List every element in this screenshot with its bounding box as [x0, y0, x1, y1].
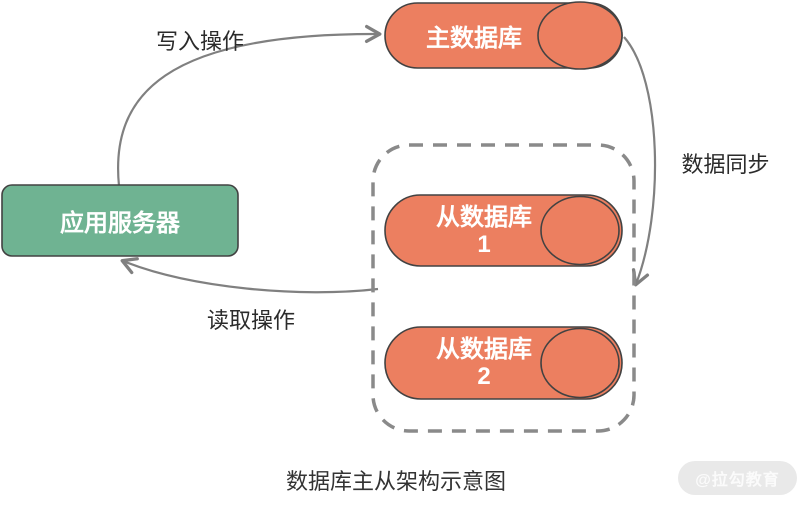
- slave-db-1-shape: [384, 194, 623, 267]
- read-edge-line: [120, 257, 379, 294]
- slave-group-dashed-box: [371, 143, 636, 433]
- slave-db-2-endcap: [540, 327, 620, 399]
- app-server-shape: [1, 184, 239, 257]
- sync-edge-line: [623, 36, 657, 287]
- slave-db-1-endcap: [540, 195, 620, 266]
- slave-db-2-shape: [384, 326, 623, 400]
- write-edge-line: [117, 24, 382, 187]
- watermark-badge: @拉勾教育: [678, 461, 797, 495]
- diagram-caption: 数据库主从架构示意图: [285, 469, 506, 494]
- master-db-shape: [384, 1, 623, 70]
- master-db-endcap: [537, 1, 623, 70]
